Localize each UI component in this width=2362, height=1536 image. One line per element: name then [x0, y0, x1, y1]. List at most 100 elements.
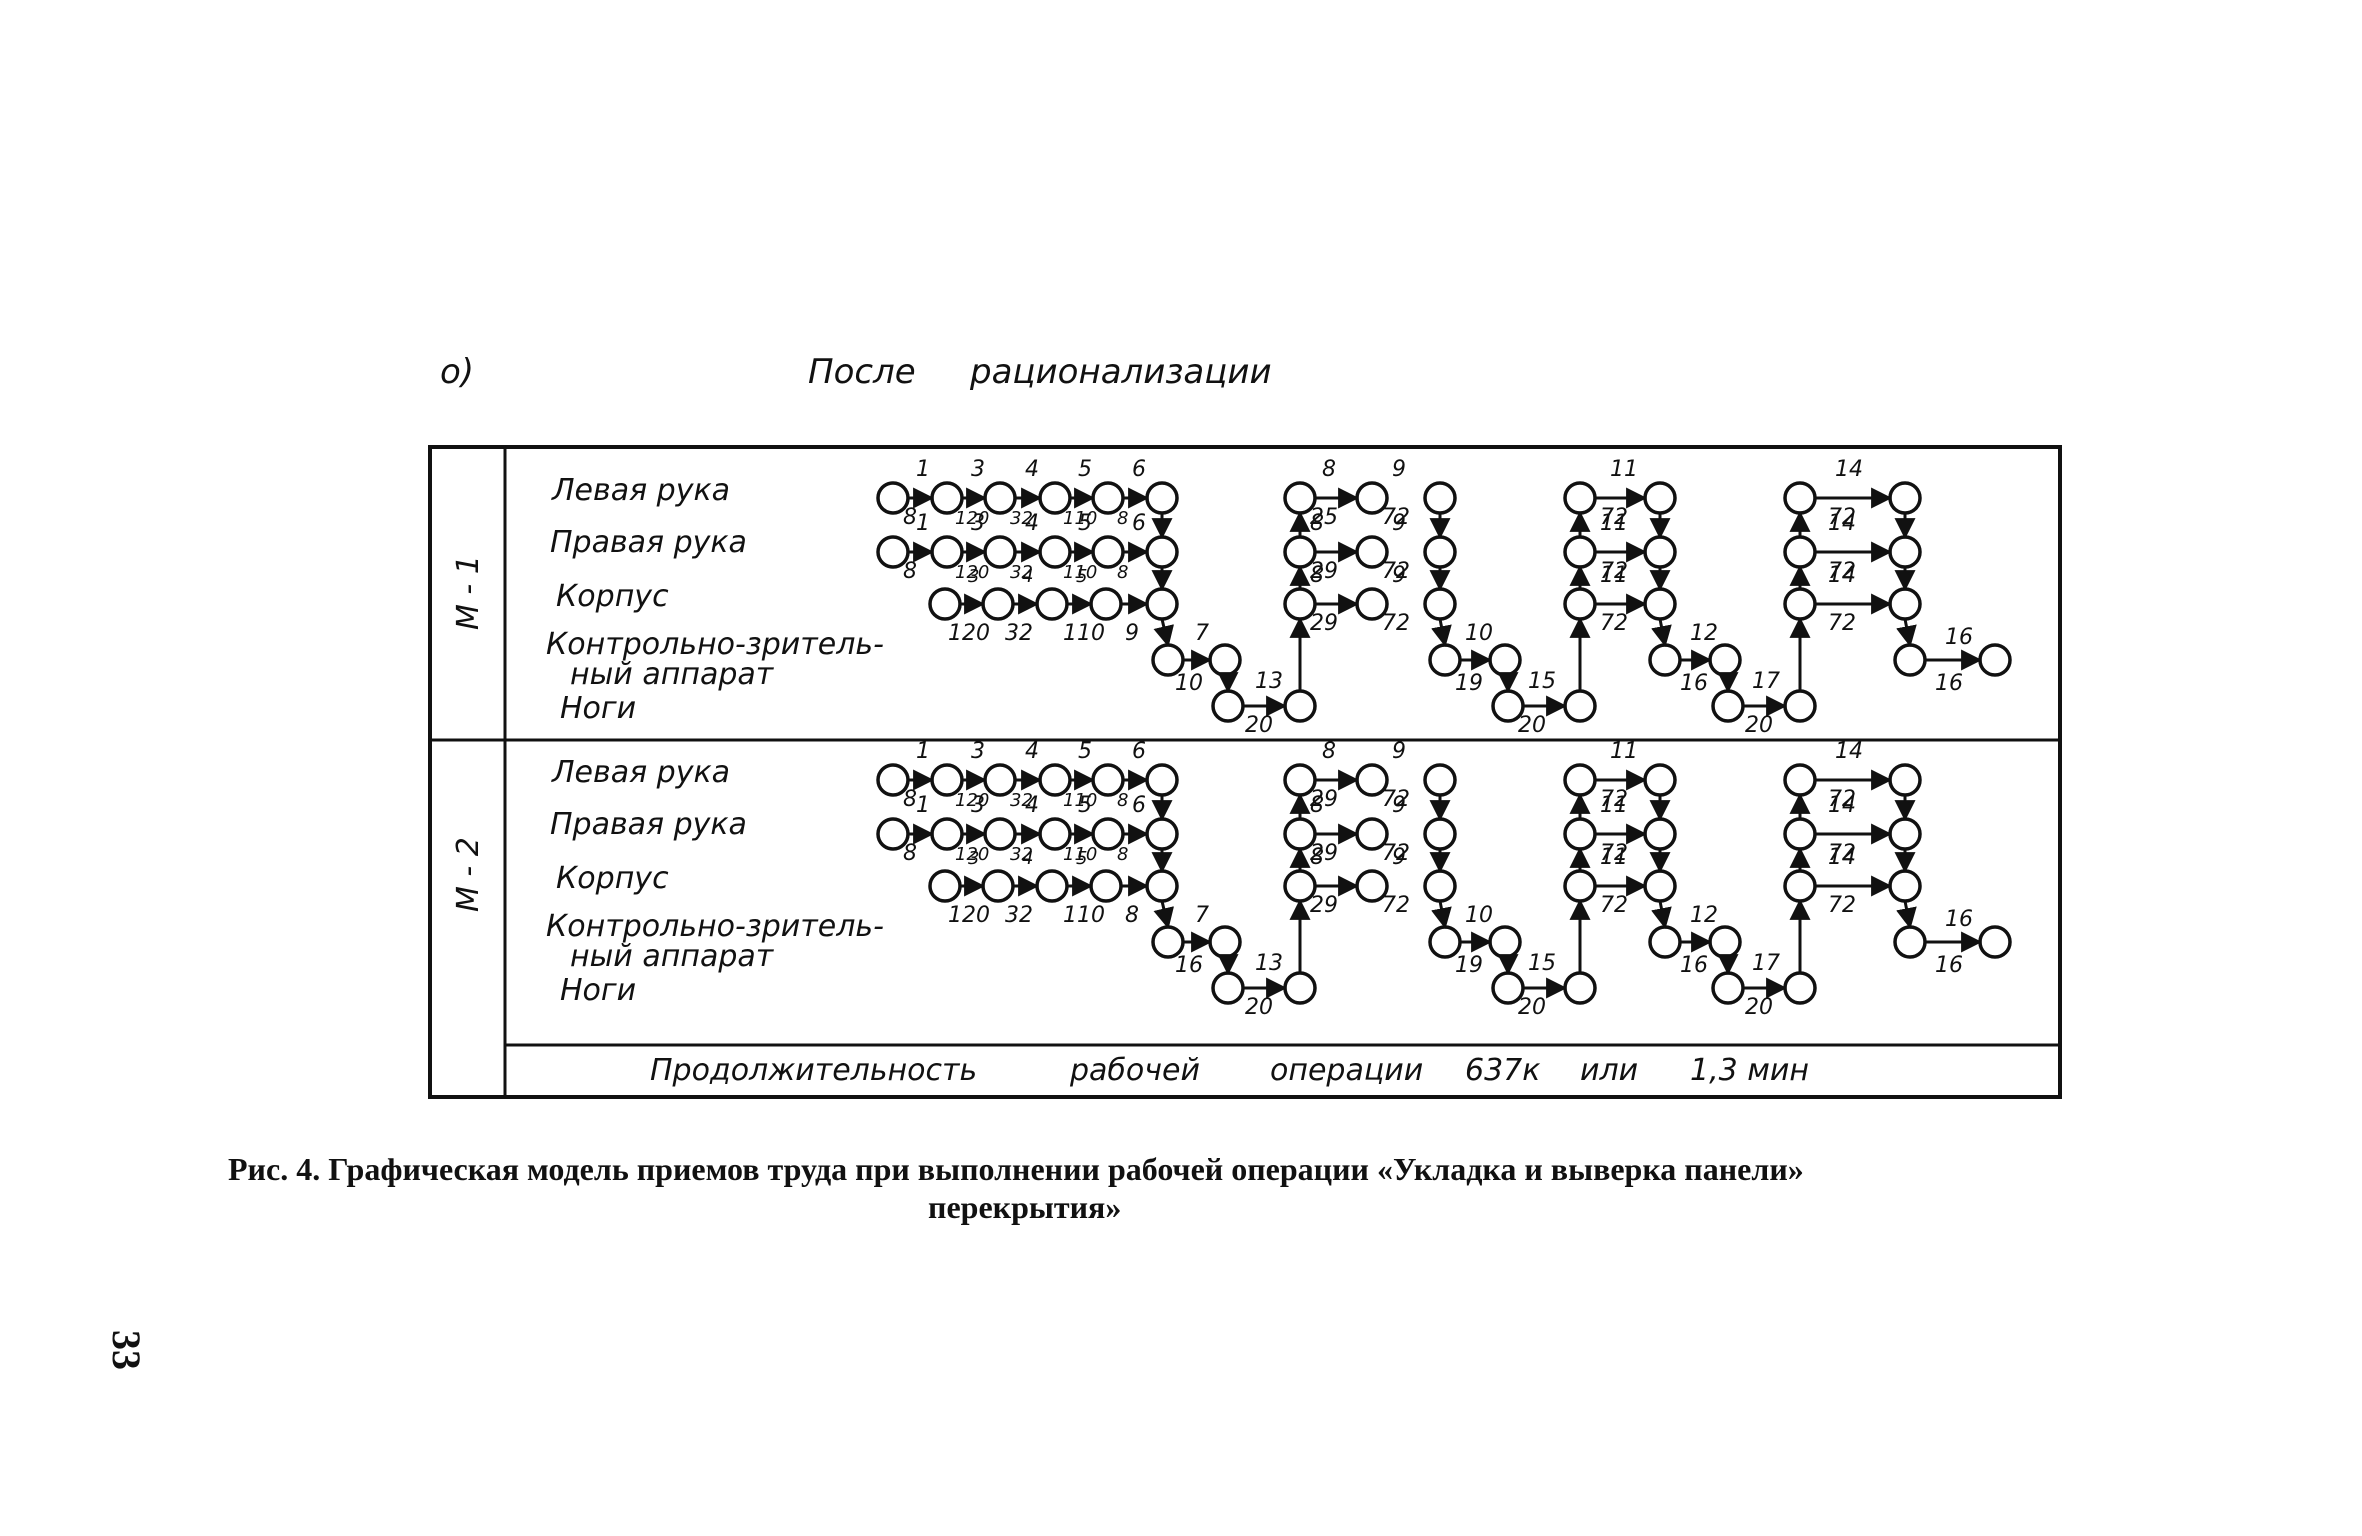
duration-label: 20 [1518, 713, 1546, 738]
step-number: 10 [1465, 903, 1493, 928]
row-label-body: Корпус [556, 579, 669, 614]
step-number: 11 [1600, 511, 1628, 536]
step-number: 3 [971, 739, 985, 764]
duration-label: 110 [1063, 621, 1105, 646]
duration-label: 8 [903, 841, 917, 866]
node [1563, 481, 1597, 515]
node-visual [1208, 925, 1242, 959]
node [1423, 763, 1457, 797]
duration-label: 72 [1382, 559, 1410, 584]
node-right-hand [1145, 817, 1179, 851]
node-left-hand [1145, 763, 1179, 797]
node-legs [1283, 971, 1317, 1005]
row-label-left-hand: Левая рука [551, 473, 730, 508]
duration-label: 8 [1117, 508, 1128, 529]
node [1643, 763, 1677, 797]
duration-label: 25 [1310, 505, 1338, 530]
row-label-legs: Ноги [560, 973, 636, 1008]
node-legs [1711, 689, 1745, 723]
step-number: 12 [1690, 903, 1718, 928]
row-label-left-hand: Левая рука [551, 755, 730, 790]
step-number: 14 [1828, 511, 1856, 536]
node-body [1145, 587, 1179, 621]
duration-label: 8 [903, 559, 917, 584]
duration-label: 72 [1382, 841, 1410, 866]
step-number: 8 [1322, 457, 1336, 482]
step-number: 16 [1945, 907, 1973, 932]
step-number: 8 [1310, 793, 1324, 818]
node-legs [1783, 971, 1817, 1005]
duration-label: 110 [1063, 562, 1097, 583]
duration-label: 120 [955, 844, 989, 865]
node [1888, 869, 1922, 903]
edge [1896, 900, 1917, 930]
duration-label: 32 [1010, 790, 1033, 811]
step-number: 5 [1078, 739, 1092, 764]
step-number: 3 [971, 457, 985, 482]
step-number: 3 [968, 566, 979, 587]
step-number: 4 [1022, 848, 1033, 869]
duration-label: 72 [1600, 893, 1628, 918]
duration-label: 72 [1828, 893, 1856, 918]
node [1423, 869, 1457, 903]
step-number: 6 [1132, 793, 1146, 818]
panel-label: М - 2 [451, 837, 486, 912]
step-number: 9 [1392, 739, 1406, 764]
duration-label: 72 [1382, 505, 1410, 530]
step-number: 5 [1078, 511, 1092, 536]
step-number: 11 [1610, 457, 1638, 482]
node [1563, 587, 1597, 621]
row-label-visual-2: ный аппарат [570, 657, 775, 692]
duration-label: 8 [1117, 844, 1128, 865]
node [1783, 869, 1817, 903]
diagram-frame [428, 445, 2062, 1099]
caption-line-1: Рис. 4. Графическая модель приемов труда… [228, 1151, 1804, 1187]
node [1888, 535, 1922, 569]
node [1563, 535, 1597, 569]
page-number: 33 [104, 1330, 149, 1370]
node [1888, 481, 1922, 515]
step-number: 14 [1835, 739, 1863, 764]
node-legs [1711, 971, 1745, 1005]
duration-label: 72 [1828, 787, 1856, 812]
edge [1153, 618, 1174, 648]
node-legs [1283, 689, 1317, 723]
duration-label: 29 [1310, 559, 1338, 584]
node-body [1035, 869, 1069, 903]
step-number: 11 [1600, 845, 1628, 870]
footer-word-5: или [1580, 1053, 1638, 1088]
duration-label: 20 [1245, 713, 1273, 738]
node-body [981, 869, 1015, 903]
footer-word-4: 637к [1465, 1053, 1540, 1088]
duration-label: 20 [1745, 713, 1773, 738]
node [1563, 817, 1597, 851]
node-right-hand [1145, 535, 1179, 569]
duration-label: 32 [1010, 508, 1033, 529]
node-visual [1488, 925, 1522, 959]
duration-label: 19 [1455, 671, 1483, 696]
row-label-right-hand: Правая рука [550, 525, 747, 560]
node [1423, 535, 1457, 569]
step-number: 13 [1255, 951, 1283, 976]
duration-label: 72 [1600, 787, 1628, 812]
row-label-visual-1: Контрольно-зритель- [546, 627, 884, 662]
figure-title-word2: рационализации [970, 352, 1272, 392]
node-legs [1211, 689, 1245, 723]
step-number: 9 [1392, 563, 1406, 588]
duration-label: 32 [1010, 562, 1033, 583]
step-number: 9 [1392, 511, 1406, 536]
step-number: 17 [1752, 951, 1780, 976]
node [1423, 817, 1457, 851]
duration-label: 120 [955, 562, 989, 583]
duration-label: 32 [1005, 621, 1033, 646]
duration-label: 20 [1245, 995, 1273, 1020]
duration-label: 9 [1125, 621, 1139, 646]
duration-label: 110 [1063, 790, 1097, 811]
duration-label: 8 [1117, 790, 1128, 811]
node-visual [1708, 643, 1742, 677]
footer-word-1: Продолжительность [650, 1053, 977, 1088]
node-visual [1978, 643, 2012, 677]
